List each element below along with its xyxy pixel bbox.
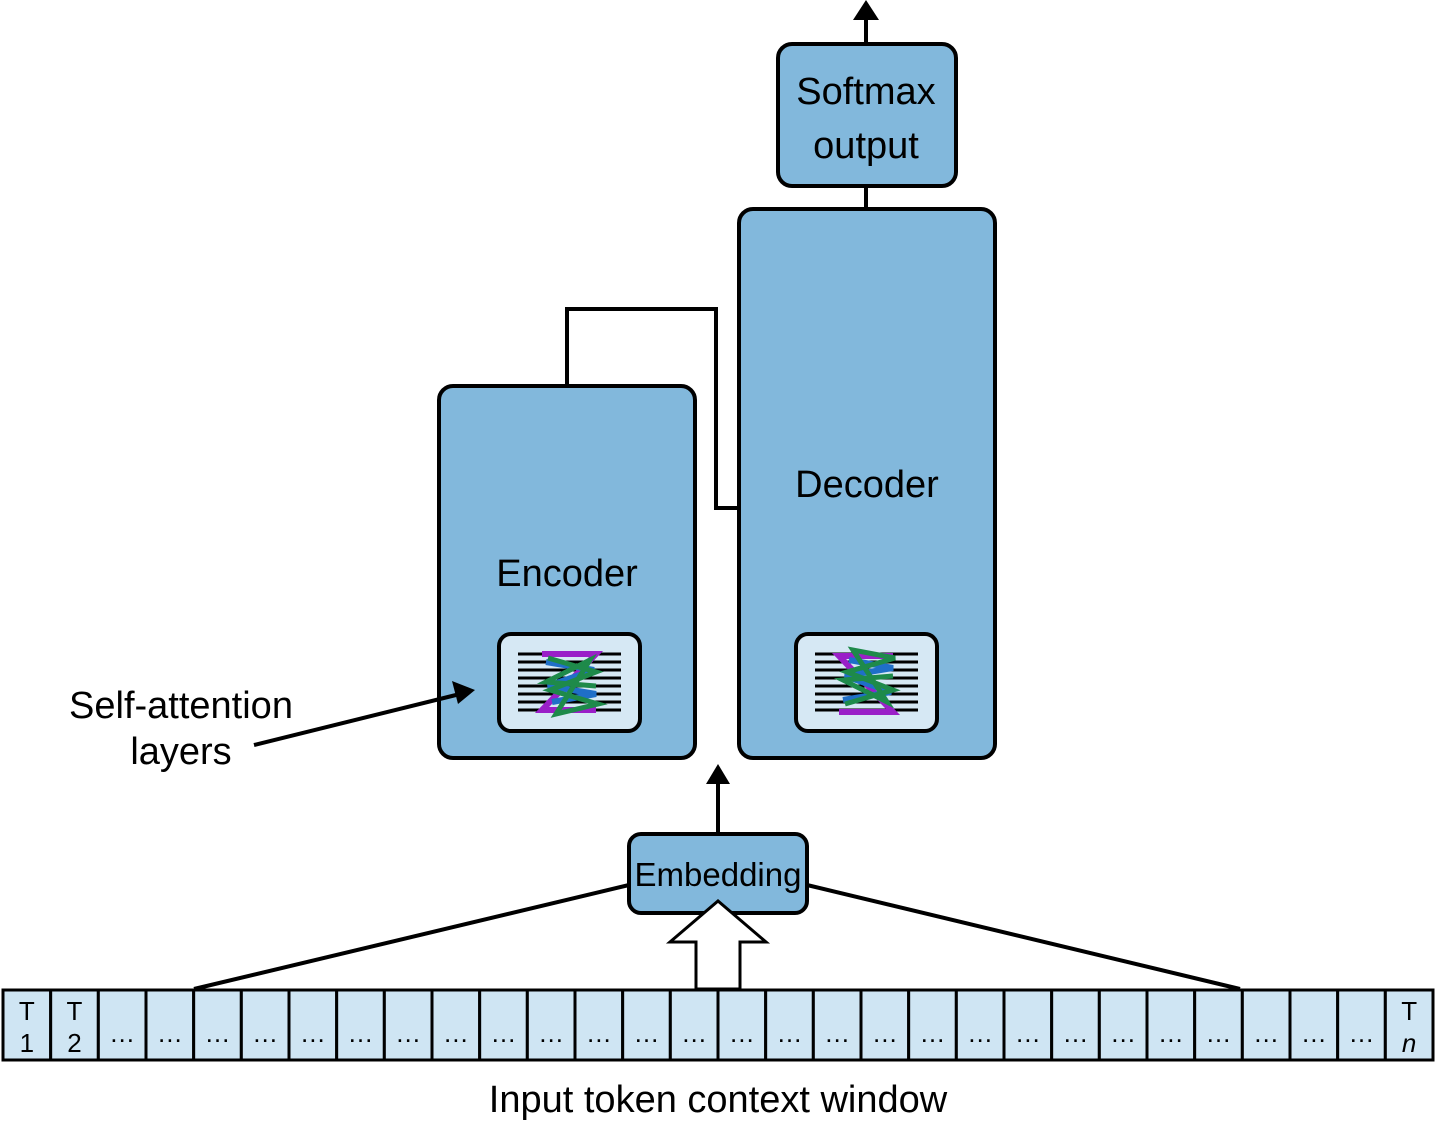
self-attention-annotation: Self-attention layers <box>69 681 475 773</box>
token-ellipsis: … <box>1063 1018 1089 1048</box>
output-arrow <box>853 0 879 44</box>
token-cell-ellipsis: … <box>430 988 482 1062</box>
token-ellipsis: … <box>348 1018 374 1048</box>
token-cell-ellipsis: … <box>96 988 148 1062</box>
token-ellipsis: … <box>967 1018 993 1048</box>
token-cell-ellipsis: … <box>1145 988 1197 1062</box>
token-ellipsis: … <box>443 1018 469 1048</box>
token-cell-ellipsis: … <box>764 988 815 1062</box>
token-second-top: T <box>67 996 83 1026</box>
token-ellipsis: … <box>586 1018 612 1048</box>
token-cell-ellipsis: … <box>1240 988 1292 1062</box>
token-cell-ellipsis: … <box>811 988 863 1062</box>
token-cell-ellipsis: … <box>525 988 577 1062</box>
token-cell-ellipsis: … <box>287 988 339 1062</box>
token-cell-ellipsis: … <box>573 988 625 1062</box>
token-ellipsis: … <box>1349 1018 1375 1048</box>
token-ellipsis: … <box>1301 1018 1327 1048</box>
embedding-up-arrow <box>706 764 730 834</box>
token-cell-ellipsis: … <box>1097 988 1149 1062</box>
token-cell-ellipsis: … <box>621 988 672 1062</box>
token-cell-ellipsis: … <box>144 988 196 1062</box>
embedding-label: Embedding <box>635 856 802 893</box>
token-cell-last: Tn <box>1383 988 1435 1062</box>
token-ellipsis: … <box>1158 1018 1184 1048</box>
token-ellipsis: … <box>395 1018 421 1048</box>
token-first-top: T <box>19 996 35 1026</box>
token-ellipsis: … <box>920 1018 946 1048</box>
input-hollow-arrow <box>665 899 771 991</box>
decoder-label: Decoder <box>795 464 939 506</box>
token-first-bottom: 1 <box>20 1028 34 1058</box>
token-cell-ellipsis: … <box>1193 988 1244 1062</box>
token-ellipsis: … <box>1015 1018 1041 1048</box>
annotation-arrow <box>253 692 461 747</box>
softmax-label-line2: output <box>813 125 919 167</box>
encoder-label: Encoder <box>496 553 638 595</box>
token-cell-ellipsis: … <box>907 988 958 1062</box>
token-last-top: T <box>1401 996 1417 1026</box>
token-cell-ellipsis: … <box>478 988 529 1062</box>
encoder-decoder-connector <box>565 307 739 510</box>
annotation-line2: layers <box>130 731 231 773</box>
token-ellipsis: … <box>872 1018 898 1048</box>
token-cell-ellipsis: … <box>192 988 243 1062</box>
annotation-line1: Self-attention <box>69 685 293 727</box>
embedding-block: Embedding <box>627 832 809 915</box>
token-ellipsis: … <box>300 1018 326 1048</box>
token-cell-ellipsis: … <box>1002 988 1054 1062</box>
token-ellipsis: … <box>777 1018 803 1048</box>
token-ellipsis: … <box>205 1018 231 1048</box>
token-cell-ellipsis: … <box>1336 988 1387 1062</box>
token-cell-ellipsis: … <box>1050 988 1101 1062</box>
token-cell-ellipsis: … <box>335 988 386 1062</box>
softmax-block: Softmax output <box>776 42 958 188</box>
token-ellipsis: … <box>1110 1018 1136 1048</box>
token-ellipsis: … <box>1206 1018 1232 1048</box>
token-cell-ellipsis: … <box>668 988 720 1062</box>
token-ellipsis: … <box>1253 1018 1279 1048</box>
token-ellipsis: … <box>491 1018 517 1048</box>
token-ellipsis: … <box>109 1018 135 1048</box>
token-last-bottom: n <box>1402 1028 1416 1058</box>
token-cell-ellipsis: … <box>1288 988 1340 1062</box>
token-second-bottom: 2 <box>67 1028 81 1058</box>
token-cell-ellipsis: … <box>382 988 434 1062</box>
token-ellipsis: … <box>729 1018 755 1048</box>
token-ellipsis: … <box>538 1018 564 1048</box>
token-cell-ellipsis: … <box>716 988 768 1062</box>
caption: Input token context window <box>489 1079 948 1121</box>
token-ellipsis: … <box>157 1018 183 1048</box>
fan-line-right <box>806 883 1241 991</box>
token-cell-second: T2 <box>49 988 100 1062</box>
token-cell-ellipsis: … <box>859 988 911 1062</box>
fan-line-left <box>193 883 630 991</box>
token-ellipsis: … <box>252 1018 278 1048</box>
token-cell-ellipsis: … <box>954 988 1006 1062</box>
token-ellipsis: … <box>824 1018 850 1048</box>
token-cell-ellipsis: … <box>239 988 291 1062</box>
softmax-label-line1: Softmax <box>796 71 935 113</box>
token-ellipsis: … <box>681 1018 707 1048</box>
token-cell-first: T1 <box>1 988 53 1062</box>
token-ellipsis: … <box>634 1018 660 1048</box>
encoder-self-attention-icon <box>497 632 642 733</box>
decoder-block: Decoder <box>737 207 997 760</box>
decoder-self-attention-icon <box>794 632 939 733</box>
